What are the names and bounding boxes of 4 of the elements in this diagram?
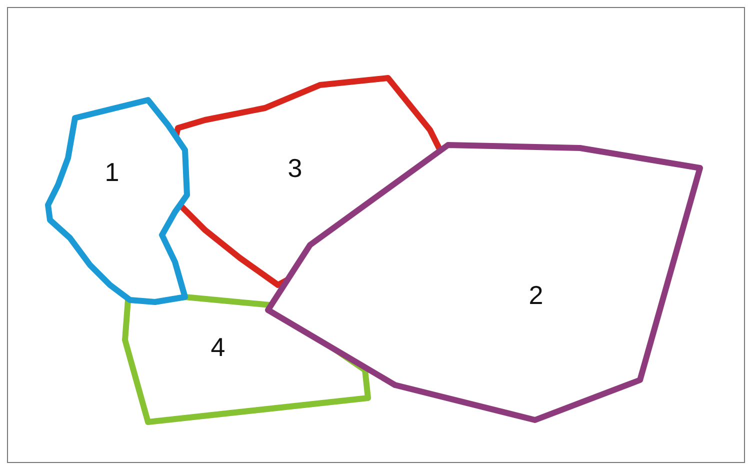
region-number: 3	[288, 155, 302, 181]
region-number: 1	[104, 159, 120, 185]
region-number: 4	[210, 334, 226, 360]
region-number: 2	[528, 282, 544, 308]
